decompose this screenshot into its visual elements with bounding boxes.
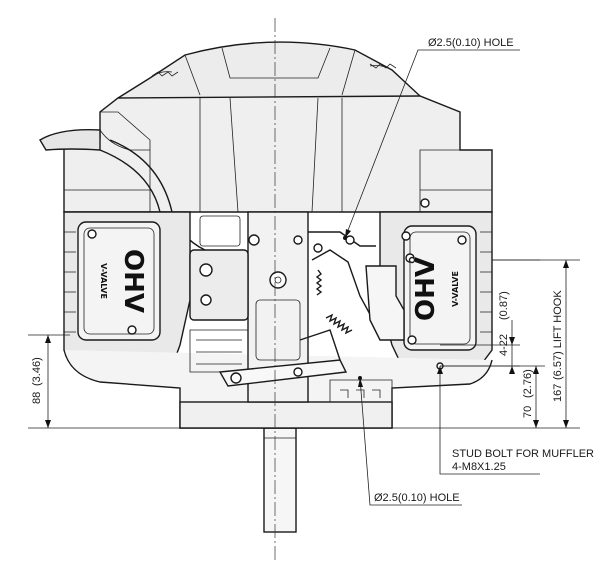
dimension-70: 70 (2.76) <box>392 365 580 429</box>
callout-stud-bolt: STUD BOLT FOR MUFFLER 4-M8X1.25 <box>437 366 594 475</box>
stud-bolt-label: STUD BOLT FOR MUFFLER <box>452 448 594 460</box>
dim-70-inch: (2.76) <box>522 369 534 398</box>
crankshaft <box>263 427 297 533</box>
dim-167-label: (6.57) LIFT HOOK <box>552 290 564 380</box>
dim-70-value: 70 <box>522 406 534 418</box>
left-cover-valve-text: V-VALVE <box>99 263 108 299</box>
top-hole-label: Ø2.5(0.10) HOLE <box>428 37 514 49</box>
dim-88-inch: (3.46) <box>31 357 43 386</box>
left-cylinder-head: OHV V-VALVE <box>63 211 191 373</box>
blower-housing <box>39 41 493 259</box>
bottom-hole-label: Ø2.5(0.10) HOLE <box>374 492 460 504</box>
dim-88-value: 88 <box>31 392 43 404</box>
callout-top-hole: Ø2.5(0.10) HOLE <box>344 37 520 239</box>
right-cover-valve-text: V-VALVE <box>451 271 460 307</box>
dimension-88: 88 (3.46) <box>28 334 180 429</box>
right-cover-ohv-text: OHV <box>411 257 441 321</box>
callout-bottom-hole: Ø2.5(0.10) HOLE <box>358 377 462 506</box>
dim-4-22-inch: (0.87) <box>498 291 510 320</box>
dim-4-22-value: 4-22 <box>498 334 510 356</box>
crankcase <box>63 211 493 429</box>
dimension-167-lift-hook: 167 (6.57) LIFT HOOK <box>492 259 580 428</box>
dim-167-value: 167 <box>552 384 564 402</box>
stud-bolt-size: 4-M8X1.25 <box>452 461 506 473</box>
left-cover-ohv-text: OHV <box>118 249 148 313</box>
right-cylinder-head: OHV V-VALVE <box>379 211 493 367</box>
